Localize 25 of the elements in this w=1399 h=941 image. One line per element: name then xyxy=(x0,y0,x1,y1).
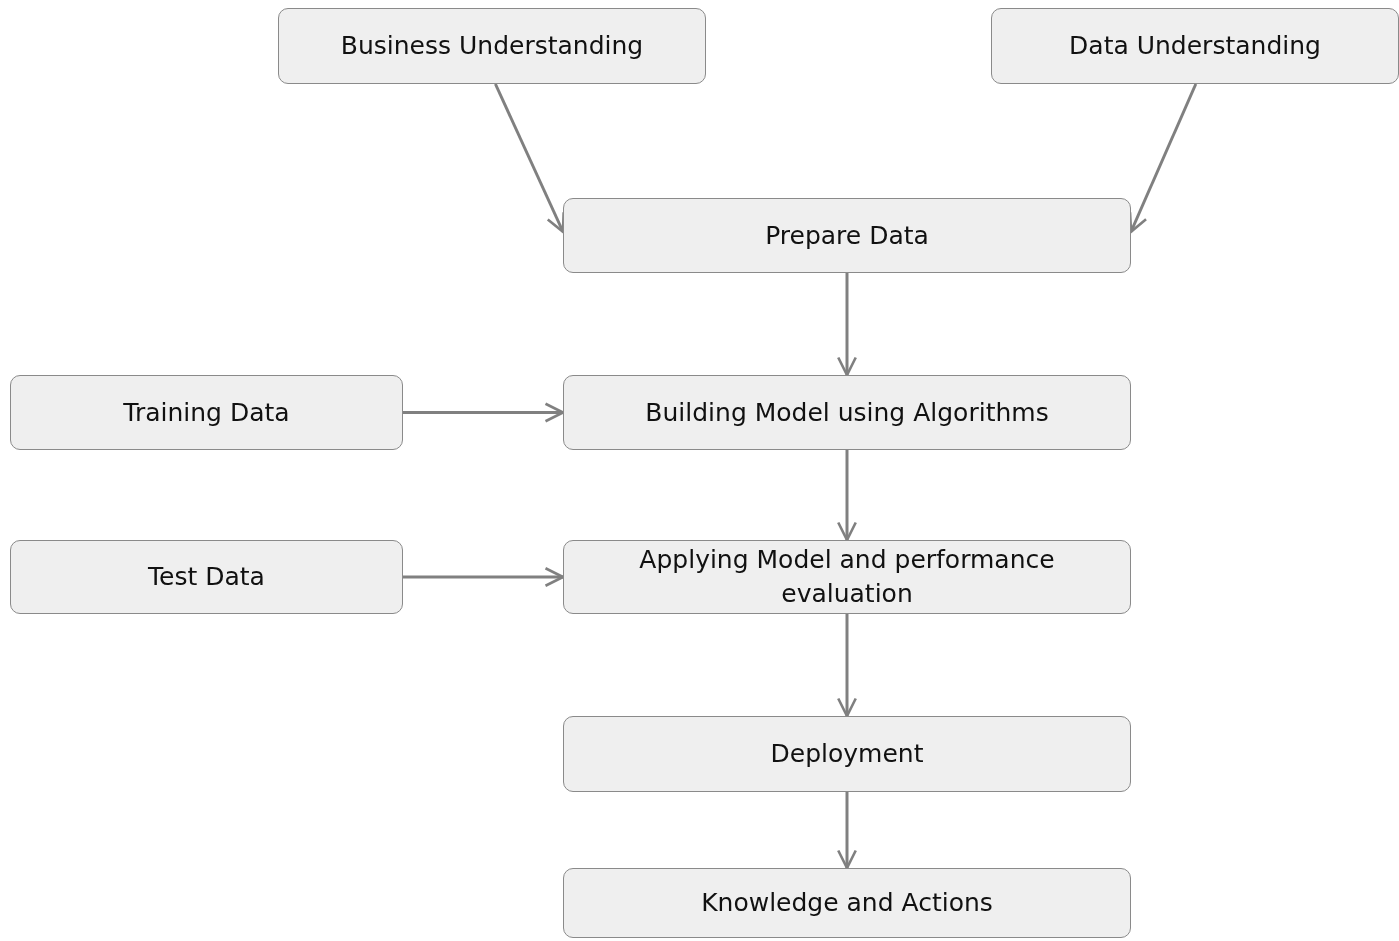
process-box xyxy=(563,540,1131,614)
box-label: Prepare Data xyxy=(765,219,929,252)
box-label: Training Data xyxy=(123,396,290,429)
arrow xyxy=(403,566,565,588)
box-label: Knowledge and Actions xyxy=(701,887,993,920)
box-label: Test Data xyxy=(148,561,265,594)
arrow xyxy=(836,273,858,377)
box-label: Data Understanding xyxy=(1069,30,1321,63)
process-box xyxy=(563,716,1131,792)
box-label: Business Understanding xyxy=(340,30,644,63)
box-label: Building Model using Algorithms xyxy=(645,396,1049,429)
arrow xyxy=(836,614,858,718)
arrow xyxy=(403,402,565,423)
process-box xyxy=(10,375,403,450)
process-box xyxy=(10,540,403,614)
arrow xyxy=(494,83,565,234)
process-box xyxy=(991,8,1399,84)
arrow xyxy=(836,450,858,542)
box-label: Applying Model and performance evaluation xyxy=(638,544,1056,610)
process-box xyxy=(563,868,1131,938)
process-box xyxy=(278,8,706,84)
process-box xyxy=(563,198,1131,273)
process-box xyxy=(563,375,1131,450)
box-label: Deployment xyxy=(770,738,924,771)
arrow xyxy=(836,792,858,870)
